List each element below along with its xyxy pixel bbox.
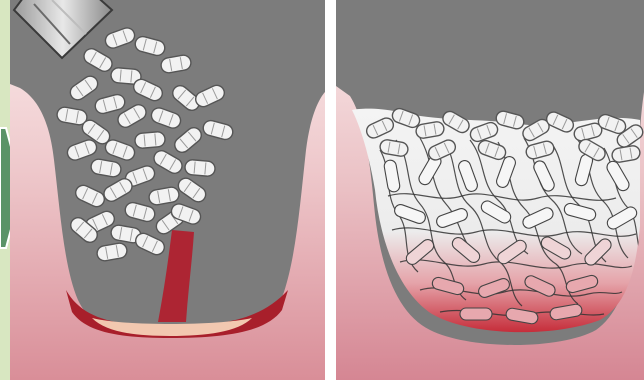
bead-icon <box>184 159 215 177</box>
panel-before <box>10 0 325 380</box>
bead-icon <box>460 308 492 320</box>
bead-icon <box>134 131 165 149</box>
panel-after <box>336 0 644 380</box>
panel-divider <box>325 0 336 380</box>
